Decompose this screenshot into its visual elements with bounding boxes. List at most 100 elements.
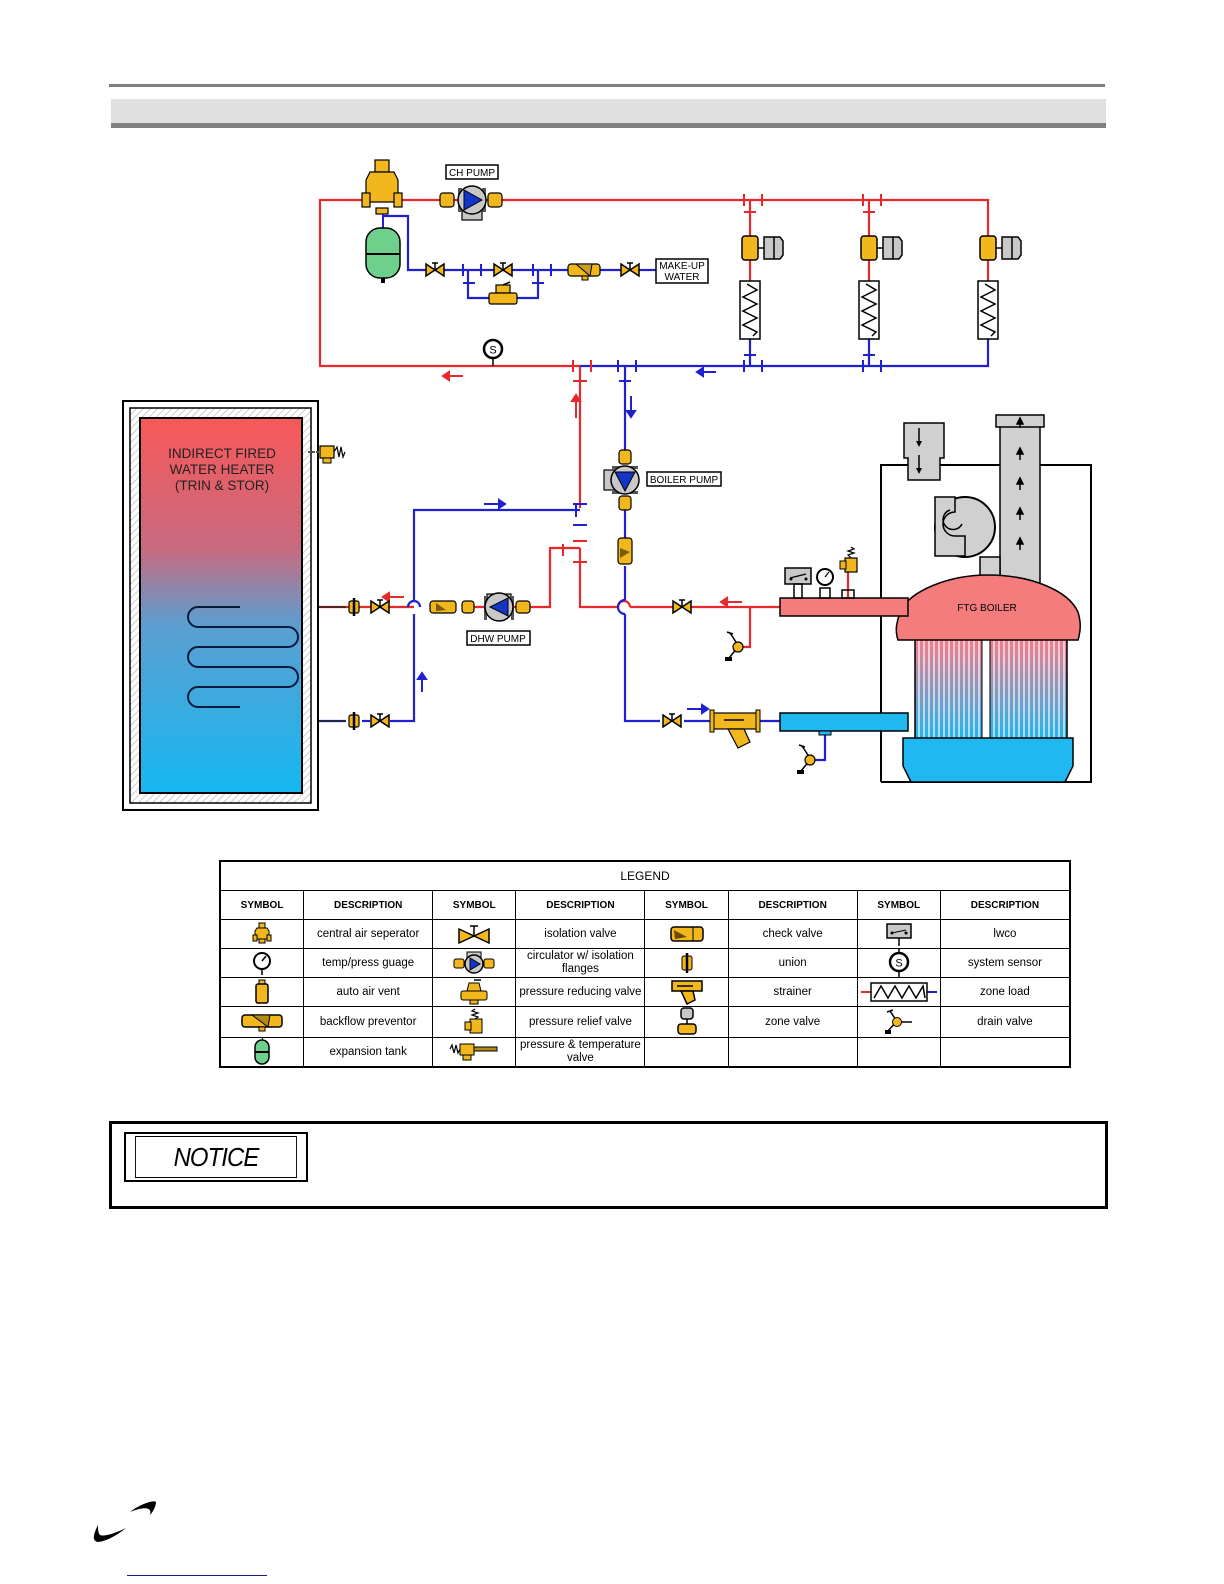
section-title-band-underline bbox=[111, 123, 1106, 128]
pressure-reducing-valve-icon bbox=[432, 977, 517, 1007]
pressure-temperature-valve-icon bbox=[308, 445, 346, 464]
legend-row: expansion tank pressure & temperature val… bbox=[219, 1037, 1071, 1068]
legend-header-row: SYMBOL DESCRIPTION SYMBOL DESCRIPTION SY… bbox=[219, 890, 1071, 920]
legend-description: expansion tank bbox=[303, 1037, 434, 1068]
legend-description: temp/press guage bbox=[303, 948, 434, 978]
isolation-valve-icon bbox=[370, 713, 390, 728]
temp-press-gauge-icon bbox=[219, 948, 305, 978]
isolation-valve-icon bbox=[672, 599, 692, 614]
legend-description: auto air vent bbox=[303, 977, 434, 1007]
indirect-water-heater: INDIRECT FIRED WATER HEATER (TRIN & STOR… bbox=[122, 400, 319, 811]
drain-valve-icon bbox=[724, 631, 744, 662]
legend-header-symbol: SYMBOL bbox=[432, 890, 517, 920]
zone-valve-icon bbox=[644, 1006, 729, 1038]
zone-load-icon bbox=[858, 280, 880, 340]
dhw-pump-label: DHW PUMP bbox=[466, 630, 531, 646]
boiler-pump-label: BOILER PUMP bbox=[646, 471, 722, 487]
svg-text:WATER HEATER: WATER HEATER bbox=[170, 462, 275, 477]
check-valve-icon bbox=[429, 600, 457, 614]
legend-empty-symbol bbox=[856, 1037, 941, 1068]
exhaust-flue-icon bbox=[995, 414, 1045, 586]
supply-tee-marks bbox=[562, 194, 882, 563]
lwco-icon bbox=[784, 567, 812, 599]
zone-2 bbox=[858, 235, 903, 340]
expansion-tank-icon bbox=[365, 214, 401, 283]
legend-description bbox=[939, 1037, 1071, 1068]
legend-row: temp/press guage circulator w/ isolation … bbox=[219, 948, 1071, 978]
return-header bbox=[779, 712, 909, 732]
legend-description: circulator w/ isolation flanges bbox=[515, 948, 646, 978]
svg-text:INDIRECT FIRED: INDIRECT FIRED bbox=[168, 446, 276, 461]
legend-table: LEGEND SYMBOL DESCRIPTION SYMBOL DESCRIP… bbox=[219, 860, 1071, 1068]
zone-valve-icon bbox=[741, 235, 784, 261]
legend-empty-symbol bbox=[644, 1037, 729, 1068]
fire-tubes bbox=[914, 639, 1068, 739]
legend-description: check valve bbox=[727, 919, 858, 949]
isolation-valve-icon bbox=[662, 713, 682, 728]
legend-description: pressure & temperature valve bbox=[515, 1037, 646, 1068]
legend-title: LEGEND bbox=[219, 860, 1071, 891]
central-air-separator-icon bbox=[361, 159, 403, 215]
blower-icon bbox=[934, 496, 1001, 586]
legend-description: strainer bbox=[727, 977, 858, 1007]
svg-text:BOILER PUMP: BOILER PUMP bbox=[650, 475, 719, 486]
ch-pump-icon bbox=[439, 185, 503, 221]
legend-description: pressure reducing valve bbox=[515, 977, 646, 1007]
expansion-tank-icon bbox=[219, 1037, 305, 1068]
boiler-pump-icon bbox=[603, 449, 640, 511]
makeup-water-label: MAKE-UP WATER bbox=[655, 258, 709, 284]
zone-valve-icon bbox=[979, 235, 1022, 261]
zone-valve-icon bbox=[860, 235, 903, 261]
legend-header-description: DESCRIPTION bbox=[303, 890, 434, 920]
pressure-reducing-valve-icon bbox=[488, 281, 518, 305]
check-valve-icon bbox=[617, 537, 633, 565]
pressure-relief-valve-icon bbox=[839, 546, 858, 599]
notice-box: NOTICE bbox=[109, 1121, 1108, 1209]
legend-description: system sensor bbox=[939, 948, 1071, 978]
legend-description: union bbox=[727, 948, 858, 978]
piping-diagram: CH PUMP MAKE-UP WATER S bbox=[122, 159, 1092, 811]
lwco-icon bbox=[856, 919, 941, 949]
union-icon bbox=[347, 710, 361, 732]
auto-air-vent-icon bbox=[219, 977, 305, 1007]
legend-header-description: DESCRIPTION bbox=[939, 890, 1071, 920]
legend-header-description: DESCRIPTION bbox=[727, 890, 858, 920]
svg-text:FTG BOILER: FTG BOILER bbox=[957, 603, 1016, 614]
drain-valve-icon bbox=[796, 744, 816, 775]
ch-pump-label: CH PUMP bbox=[445, 164, 499, 180]
legend-description bbox=[727, 1037, 858, 1068]
strainer-icon bbox=[644, 977, 729, 1007]
svg-text:CH PUMP: CH PUMP bbox=[449, 168, 495, 179]
circulator-icon bbox=[432, 948, 517, 978]
return-tee-marks bbox=[462, 264, 882, 526]
dhw-return-crossover bbox=[406, 599, 422, 608]
svg-text:(TRIN & STOR): (TRIN & STOR) bbox=[175, 478, 269, 493]
supply-header bbox=[779, 597, 909, 617]
union-icon bbox=[644, 948, 729, 978]
footer-link-underline bbox=[127, 1575, 267, 1576]
zone-3 bbox=[977, 235, 1022, 340]
temp-press-gauge-icon bbox=[816, 568, 834, 599]
legend-description: drain valve bbox=[939, 1006, 1071, 1038]
backflow-preventor-icon bbox=[219, 1006, 305, 1038]
legend-header-symbol: SYMBOL bbox=[644, 890, 729, 920]
notice-label: NOTICE bbox=[124, 1132, 308, 1182]
isolation-valve-icon bbox=[493, 262, 513, 277]
legend-description: isolation valve bbox=[515, 919, 646, 949]
isolation-valve-icon bbox=[620, 262, 640, 277]
dhw-pump-icon bbox=[461, 592, 531, 622]
boiler-lower-header bbox=[902, 737, 1074, 783]
backflow-preventor-icon bbox=[567, 263, 601, 281]
legend-header-symbol: SYMBOL bbox=[219, 890, 305, 920]
zone-load-icon bbox=[856, 977, 941, 1007]
company-logo-icon bbox=[93, 1501, 156, 1542]
legend-description: pressure relief valve bbox=[515, 1006, 646, 1038]
supply-pipes bbox=[305, 198, 990, 649]
isolation-valve-icon bbox=[425, 262, 445, 277]
zone-1 bbox=[739, 235, 784, 340]
zone-load-icon bbox=[739, 280, 761, 340]
zone-load-icon bbox=[977, 280, 999, 340]
system-sensor-icon: S bbox=[482, 338, 504, 366]
svg-text:S: S bbox=[489, 345, 496, 357]
